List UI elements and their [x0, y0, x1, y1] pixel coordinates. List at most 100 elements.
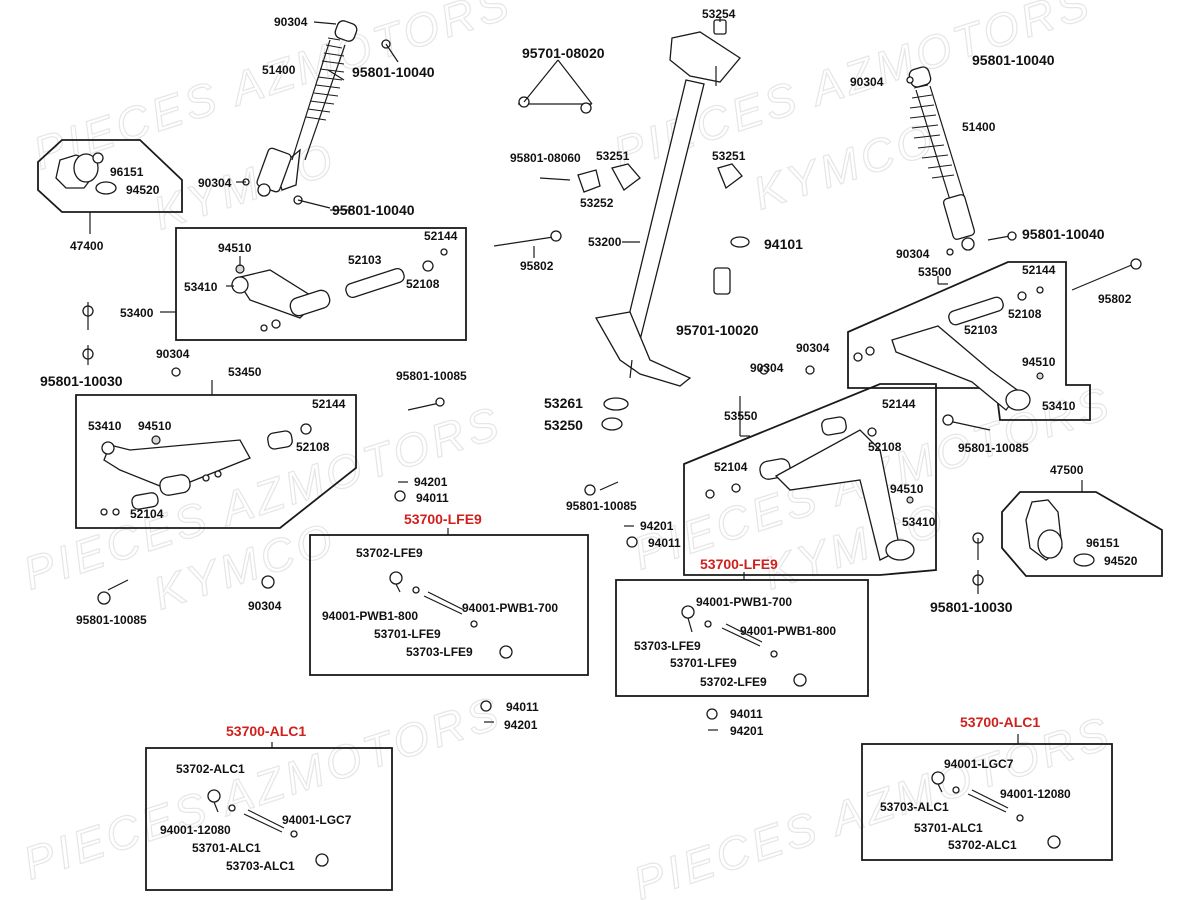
part-label: 95801-10040 [972, 52, 1055, 68]
part-label: 90304 [750, 361, 784, 375]
part-label: 94001-LGC7 [282, 813, 352, 827]
part-label: 47400 [70, 239, 104, 253]
part-label: 94510 [1022, 355, 1056, 369]
kit-title: 53700-ALC1 [226, 723, 306, 739]
knuckle-left-box [37, 139, 183, 213]
upper-arm-left-box [175, 227, 467, 341]
part-label: 51400 [962, 120, 996, 134]
part-label: 90304 [896, 247, 930, 261]
part-label: 53702-LFE9 [700, 675, 767, 689]
part-label: 94011 [416, 491, 449, 505]
part-label: 53702-ALC1 [176, 762, 245, 776]
part-label: 94011 [730, 707, 763, 721]
part-label: 52144 [882, 397, 916, 411]
lower-arm-left [100, 423, 312, 516]
part-label: 95801-10085 [76, 613, 147, 627]
kit-title: 53700-ALC1 [960, 714, 1040, 730]
part-label: 53250 [544, 417, 583, 433]
tie-rod-alc1-right [931, 771, 1061, 849]
steering-knuckle-right [972, 499, 1095, 594]
knuckle-right-box [1001, 491, 1163, 577]
part-label: 53701-ALC1 [192, 841, 261, 855]
part-label: 53703-ALC1 [880, 800, 949, 814]
part-label: 94001-12080 [160, 823, 231, 837]
part-label: 53702-LFE9 [356, 546, 423, 560]
part-label: 94520 [126, 183, 160, 197]
part-label: 94520 [1104, 554, 1138, 568]
part-label: 53550 [724, 409, 758, 423]
upper-arm-right [853, 258, 1142, 411]
part-label: 53400 [120, 306, 154, 320]
part-label: 53410 [184, 280, 218, 294]
part-label: 90304 [796, 341, 830, 355]
part-label: 95801-10030 [930, 599, 1013, 615]
part-label: 90304 [850, 75, 884, 89]
part-label: 52104 [714, 460, 748, 474]
shock-absorber-left [242, 20, 358, 197]
part-label: 94001-12080 [1000, 787, 1071, 801]
tie-rod-alc1-left-box [145, 747, 393, 891]
part-label: 94011 [648, 536, 681, 550]
part-label: 53701-ALC1 [914, 821, 983, 835]
bolts-left-column [82, 39, 445, 605]
part-label: 53450 [228, 365, 262, 379]
steering-column [493, 19, 750, 548]
leader-lines [89, 18, 1083, 748]
tie-rod-lfe9-left [389, 571, 513, 659]
kit-title: 53700-LFE9 [700, 556, 778, 572]
part-label: 52144 [424, 229, 458, 243]
part-label: 90304 [274, 15, 308, 29]
part-label: 53703-LFE9 [634, 639, 701, 653]
watermark-text: PIECES AZMOTORS [627, 706, 1118, 900]
part-label: 53251 [712, 149, 746, 163]
part-label: 52108 [868, 440, 902, 454]
tie-rod-lfe9-left-box [309, 534, 589, 676]
part-label: 51400 [262, 63, 296, 77]
part-label: 90304 [248, 599, 282, 613]
part-label: 95802 [1098, 292, 1132, 306]
part-label: 94510 [890, 482, 924, 496]
part-label: 94510 [138, 419, 172, 433]
part-label: 52104 [130, 507, 164, 521]
part-labels: 90304 51400 95801-10040 90304 95801-1004… [40, 7, 1138, 873]
part-label: 94201 [640, 519, 674, 533]
tie-rod-alc1-left [207, 789, 329, 867]
loose-nuts [398, 481, 718, 731]
part-label: 47500 [1050, 463, 1084, 477]
part-label: 52108 [406, 277, 440, 291]
part-label: 94011 [506, 700, 539, 714]
part-label: 95801-10040 [352, 64, 435, 80]
part-label: 52103 [964, 323, 998, 337]
tie-rod-lfe9-right [681, 605, 807, 687]
part-label: 95701-08020 [522, 45, 605, 61]
watermark-text: KYMCO [147, 132, 343, 240]
lower-arm-left-box [75, 394, 357, 529]
part-label: 53701-LFE9 [670, 656, 737, 670]
upper-arm-left [231, 248, 448, 332]
part-label: 96151 [1086, 536, 1120, 550]
part-label: 95801-10040 [1022, 226, 1105, 242]
tie-rod-lfe9-right-box [615, 579, 869, 697]
upper-arm-right-box [847, 261, 1091, 421]
part-label: 52144 [1022, 263, 1056, 277]
part-label: 53702-ALC1 [948, 838, 1017, 852]
part-label: 94201 [504, 718, 538, 732]
part-label: 94001-LGC7 [944, 757, 1014, 771]
part-label: 94201 [414, 475, 448, 489]
part-label: 53410 [902, 515, 936, 529]
lower-arm-right-box [683, 383, 937, 576]
part-label: 53500 [918, 265, 952, 279]
part-label: 95801-10085 [566, 499, 637, 513]
part-label: 52108 [296, 440, 330, 454]
part-label: 95801-10085 [396, 369, 467, 383]
part-label: 53410 [88, 419, 122, 433]
part-label: 95701-10020 [676, 322, 759, 338]
part-label: 95801-10030 [40, 373, 123, 389]
part-label: 94001-PWB1-800 [322, 609, 418, 623]
part-label: 52108 [1008, 307, 1042, 321]
part-label: 53701-LFE9 [374, 627, 441, 641]
part-label: 53252 [580, 196, 614, 210]
part-label: 94001-PWB1-800 [740, 624, 836, 638]
part-label: 52144 [312, 397, 346, 411]
